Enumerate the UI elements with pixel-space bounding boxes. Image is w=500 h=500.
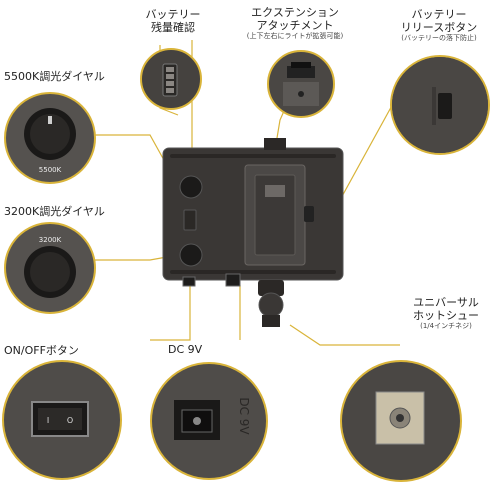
onoff-label: ON/OFFボタン (4, 344, 79, 357)
dc9v-label: DC 9V (168, 343, 203, 356)
dial-5500-icon: 5500K (24, 108, 76, 174)
dial-5500-closeup: 5500K (4, 92, 96, 184)
battery-indicator-closeup (140, 48, 202, 110)
shoe-slot-icon (283, 62, 319, 106)
extension-attachment-label: エクステンション アタッチメント (上下左右にライトが拡張可能) (225, 6, 365, 41)
universal-hotshoe-label: ユニバーサル ホットシュー (1/4インチネジ) (394, 296, 498, 331)
release-button-icon (392, 57, 488, 153)
battery-release-note: (バッテリーの落下防止) (401, 34, 477, 42)
extension-note: (上下左右にライトが拡張可能) (246, 32, 344, 40)
dial-5500-label: 5500K調光ダイヤル (4, 70, 105, 83)
dc-jack-text: DC 9V (237, 397, 251, 435)
battery-level-label: バッテリー 残量確認 (145, 8, 201, 34)
universal-title: ユニバーサル ホットシュー (413, 296, 479, 322)
dial-5500-caption: 5500K (39, 166, 62, 174)
extension-title: エクステンション アタッチメント (251, 6, 339, 32)
power-switch-icon: I O (31, 401, 89, 437)
dc9v-closeup: DC 9V (150, 362, 268, 480)
dial-3200-label: 3200K調光ダイヤル (4, 205, 105, 218)
svg-text:O: O (67, 416, 73, 425)
universal-note: (1/4インチネジ) (420, 322, 472, 330)
extension-attachment-closeup (267, 50, 335, 118)
battery-release-title: バッテリー リリースボタン (400, 8, 478, 34)
svg-text:I: I (47, 416, 49, 425)
battery-level-icon (162, 63, 178, 97)
battery-release-closeup (390, 55, 490, 155)
dial-3200-icon: 3200K (24, 236, 76, 298)
battery-release-label: バッテリー リリースボタン (バッテリーの落下防止) (380, 8, 498, 43)
onoff-closeup: I O (2, 360, 122, 480)
hotshoe-closeup (340, 360, 462, 482)
dc-jack-icon: DC 9V (174, 397, 251, 440)
dial-3200-caption: 3200K (39, 236, 62, 244)
hotshoe-icon (375, 391, 425, 445)
dial-3200-closeup: 3200K (4, 222, 96, 314)
